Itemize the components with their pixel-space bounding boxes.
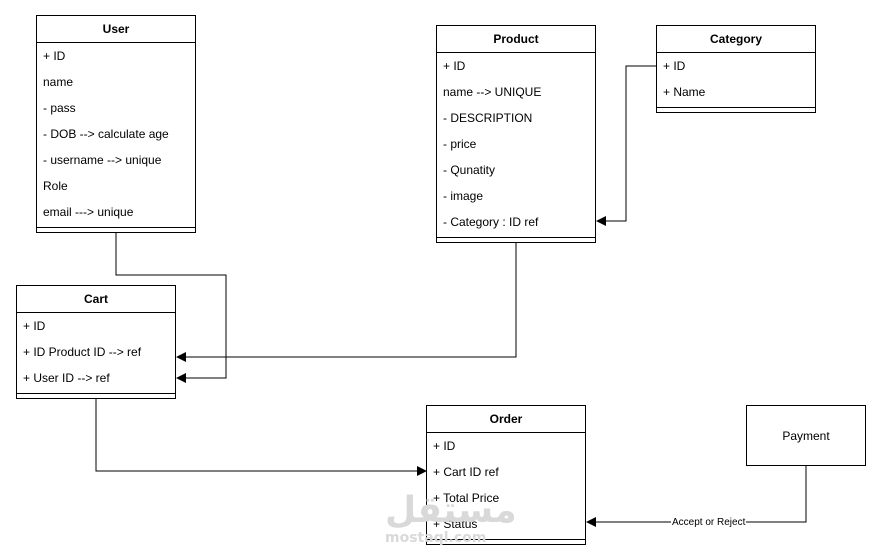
connector-category-product	[596, 65, 656, 226]
entity-field: - Category : ID ref	[443, 215, 539, 229]
entity-field: - image	[443, 189, 484, 203]
entity-field: name --> UNIQUE	[443, 85, 542, 99]
connector-product-cart	[176, 242, 517, 362]
entity-field: Role	[43, 179, 68, 193]
entity-field: + Cart ID ref	[433, 465, 499, 479]
payment-label: Payment	[782, 428, 830, 443]
entity-field: - Qunatity	[443, 163, 496, 177]
entity-user[interactable]: User + ID name - pass - DOB --> calculat…	[36, 15, 196, 233]
entity-divider	[427, 539, 585, 544]
connector-payment-order	[586, 466, 807, 527]
entity-product[interactable]: Product + ID name --> UNIQUE - DESCRIPTI…	[436, 25, 596, 243]
entity-field: + ID	[433, 439, 456, 453]
entity-field: - pass	[43, 101, 76, 115]
entity-title: Category	[657, 26, 815, 53]
entity-field: + ID Product ID --> ref	[23, 345, 142, 359]
entity-field: - DOB --> calculate age	[43, 127, 169, 141]
entity-field: email ---> unique	[43, 205, 134, 219]
entity-field: + Total Price	[433, 491, 500, 505]
entity-category[interactable]: Category + ID + Name	[656, 25, 816, 113]
entity-field: + ID	[663, 59, 686, 73]
entity-divider	[17, 393, 175, 398]
entity-field: + ID	[43, 49, 66, 63]
entity-title: Order	[427, 406, 585, 433]
connector-cart-order	[95, 398, 427, 476]
entity-payment[interactable]: Payment	[746, 405, 866, 466]
entity-field: + ID	[443, 59, 466, 73]
entity-field: name	[43, 75, 74, 89]
entity-field: + User ID --> ref	[23, 371, 110, 385]
entity-field: - DESCRIPTION	[443, 111, 533, 125]
edge-label-accept-reject: Accept or Reject	[671, 517, 747, 528]
entity-title: Cart	[17, 286, 175, 313]
entity-divider	[657, 107, 815, 112]
entity-order[interactable]: Order + ID + Cart ID ref + Total Price +…	[426, 405, 586, 545]
entity-title: User	[37, 16, 195, 43]
entity-field: + Status	[433, 517, 478, 531]
entity-field: - username --> unique	[43, 153, 162, 167]
entity-field: + ID	[23, 319, 46, 333]
entity-cart[interactable]: Cart + ID + ID Product ID --> ref + User…	[16, 285, 176, 399]
entity-title: Product	[437, 26, 595, 53]
entity-field: + Name	[663, 85, 706, 99]
entity-field: - price	[443, 137, 477, 151]
connector-user-cart	[115, 232, 227, 383]
entity-divider	[37, 227, 195, 232]
entity-divider	[437, 237, 595, 242]
